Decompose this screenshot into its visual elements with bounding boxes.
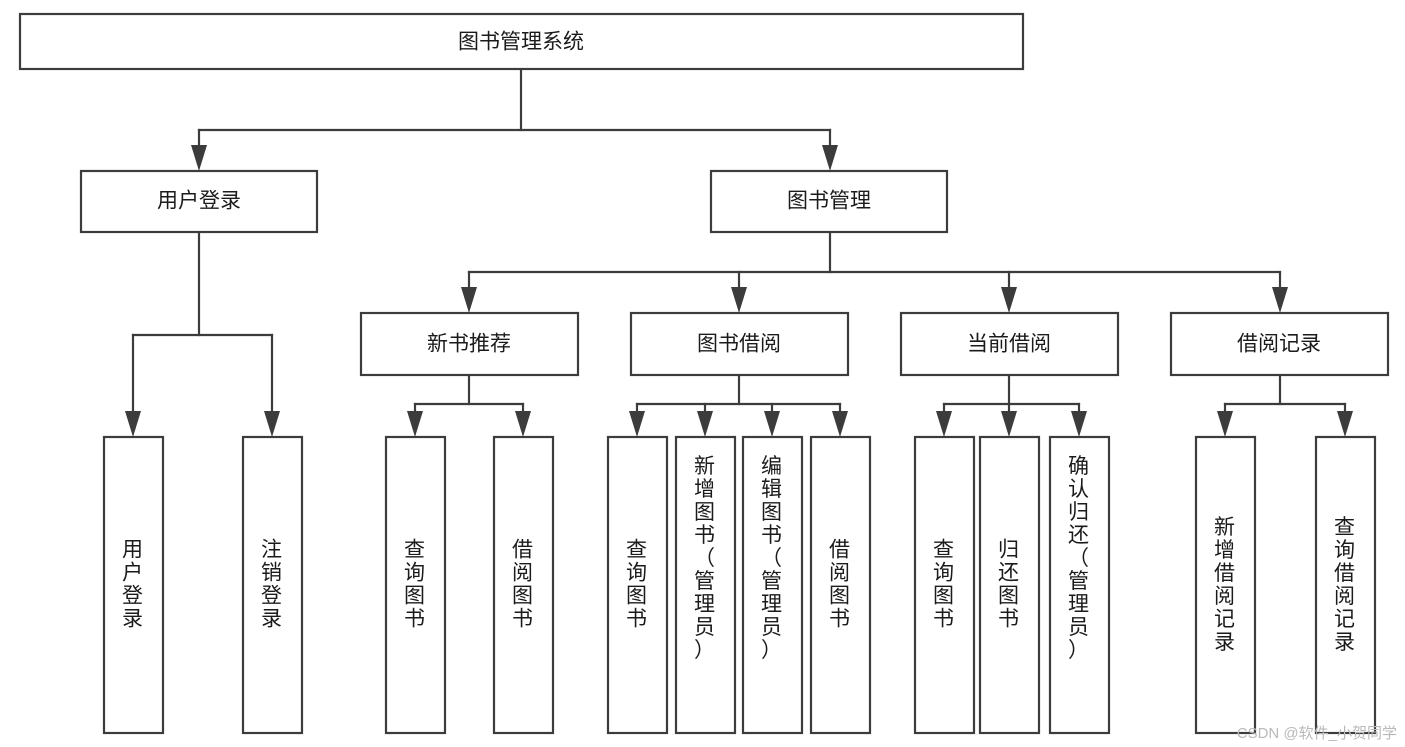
- leaf-logout-login-box[interactable]: [241, 435, 304, 735]
- arrowhead-leaf-add-record: [1217, 411, 1233, 437]
- node-borrow-record-box[interactable]: [1169, 311, 1390, 377]
- arrowhead-new-book-rec: [461, 287, 477, 313]
- arrowhead-leaf-borrow-1: [515, 411, 531, 437]
- edge-group-borrow-record-children: [1217, 373, 1353, 437]
- leaf-node-add-record[interactable]: 新增借阅记录: [1194, 435, 1257, 735]
- arrowhead-leaf-return-book: [1001, 411, 1017, 437]
- arrowhead-borrow-record: [1272, 287, 1288, 313]
- arrowhead-leaf-user-login: [125, 411, 141, 437]
- leaf-query-book-1-label: 查询图书: [404, 538, 426, 630]
- node-user-login-box[interactable]: [79, 169, 319, 234]
- leaf-borrow-book-1-box[interactable]: [492, 435, 555, 735]
- leaf-node-query-book-1[interactable]: 查询图书: [384, 435, 447, 735]
- node-root-label: 图书管理系统: [458, 31, 584, 54]
- node-book-manage-label: 图书管理: [787, 190, 871, 213]
- leaf-add-book-box[interactable]: [674, 435, 737, 735]
- edge-group-new-book-rec-children: [407, 373, 531, 437]
- node-current-borrow-box[interactable]: [899, 311, 1120, 377]
- leaf-borrow-book-2-label: 借阅图书: [829, 538, 851, 630]
- leaf-user-login-box[interactable]: [102, 435, 165, 735]
- arrowhead-leaf-edit-book: [764, 411, 780, 437]
- node-book-manage[interactable]: 图书管理: [709, 169, 949, 234]
- arrowhead-leaf-query-3: [936, 411, 952, 437]
- leaf-node-query-record[interactable]: 查询借阅记录: [1314, 435, 1377, 735]
- leaf-edit-book-box[interactable]: [741, 435, 804, 735]
- arrowhead-leaf-logout: [264, 411, 280, 437]
- node-root[interactable]: 图书管理系统: [18, 12, 1025, 71]
- leaf-confirm-return-box[interactable]: [1048, 435, 1111, 735]
- leaf-add-record-label: 新增借阅记录: [1214, 516, 1236, 654]
- leaf-node-add-book[interactable]: 新增图书（管理员）: [674, 435, 737, 735]
- edge-group-root-to-level2: [191, 67, 838, 171]
- node-current-borrow-label: 当前借阅: [967, 333, 1051, 356]
- arrowhead-leaf-borrow-2: [832, 411, 848, 437]
- leaf-node-borrow-book-1[interactable]: 借阅图书: [492, 435, 555, 735]
- node-book-borrow-box[interactable]: [629, 311, 850, 377]
- node-user-login-label: 用户登录: [157, 190, 241, 213]
- leaf-logout-login-label: 注销登录: [261, 538, 283, 630]
- node-book-borrow[interactable]: 图书借阅: [629, 311, 850, 377]
- edge-group-current-borrow-children: [936, 373, 1087, 437]
- leaf-query-book-1-box[interactable]: [384, 435, 447, 735]
- leaf-borrow-book-2-box[interactable]: [809, 435, 872, 735]
- leaf-node-borrow-book-2[interactable]: 借阅图书: [809, 435, 872, 735]
- leaf-node-return-book[interactable]: 归还图书: [978, 435, 1041, 735]
- leaf-node-edit-book[interactable]: 编辑图书（管理员）: [741, 435, 804, 735]
- node-new-book-rec[interactable]: 新书推荐: [359, 311, 580, 377]
- leaf-return-book-box[interactable]: [978, 435, 1041, 735]
- node-borrow-record-label: 借阅记录: [1237, 333, 1321, 356]
- leaf-query-book-3-label: 查询图书: [933, 538, 955, 630]
- leaf-node-logout-login[interactable]: 注销登录: [241, 435, 304, 735]
- leaf-query-book-2-box[interactable]: [606, 435, 669, 735]
- edge-group-book-borrow-children: [629, 373, 848, 437]
- arrowhead-leaf-query-2: [629, 411, 645, 437]
- leaf-confirm-return-label: 确认归还（管理员）: [1068, 455, 1090, 662]
- node-borrow-record[interactable]: 借阅记录: [1169, 311, 1390, 377]
- edge-group-book-manage-children: [461, 230, 1288, 313]
- leaf-node-confirm-return[interactable]: 确认归还（管理员）: [1048, 435, 1111, 735]
- arrowhead-leaf-query-1: [407, 411, 423, 437]
- leaf-add-record-box[interactable]: [1194, 435, 1257, 735]
- leaf-query-record-label: 查询借阅记录: [1334, 516, 1356, 654]
- edge-group-user-login-children: [125, 230, 280, 437]
- csdn-watermark: CSDN @软件_小贺同学: [1236, 725, 1397, 742]
- arrowhead-user-login: [191, 145, 207, 171]
- node-current-borrow[interactable]: 当前借阅: [899, 311, 1120, 377]
- arrowhead-current-borrow: [1001, 287, 1017, 313]
- node-book-borrow-label: 图书借阅: [697, 333, 781, 356]
- node-user-login[interactable]: 用户登录: [79, 169, 319, 234]
- arrowhead-leaf-query-record: [1337, 411, 1353, 437]
- leaf-borrow-book-1-label: 借阅图书: [512, 538, 534, 630]
- node-new-book-rec-label: 新书推荐: [427, 333, 511, 356]
- node-root-box[interactable]: [18, 12, 1025, 71]
- node-new-book-rec-box[interactable]: [359, 311, 580, 377]
- leaf-node-user-login[interactable]: 用户登录: [102, 435, 165, 735]
- node-book-manage-box[interactable]: [709, 169, 949, 234]
- leaf-query-book-2-label: 查询图书: [626, 538, 648, 630]
- leaf-query-record-box[interactable]: [1314, 435, 1377, 735]
- leaf-edit-book-label: 编辑图书（管理员）: [761, 455, 783, 662]
- arrowhead-book-manage: [822, 145, 838, 171]
- arrowhead-leaf-add-book: [697, 411, 713, 437]
- leaf-user-login-label: 用户登录: [122, 538, 144, 630]
- leaf-return-book-label: 归还图书: [998, 538, 1020, 630]
- leaf-node-query-book-2[interactable]: 查询图书: [606, 435, 669, 735]
- arrowhead-book-borrow: [731, 287, 747, 313]
- arrowhead-leaf-confirm-return: [1071, 411, 1087, 437]
- leaf-query-book-3-box[interactable]: [913, 435, 976, 735]
- leaf-node-query-book-3[interactable]: 查询图书: [913, 435, 976, 735]
- leaf-add-book-label: 新增图书（管理员）: [694, 455, 716, 662]
